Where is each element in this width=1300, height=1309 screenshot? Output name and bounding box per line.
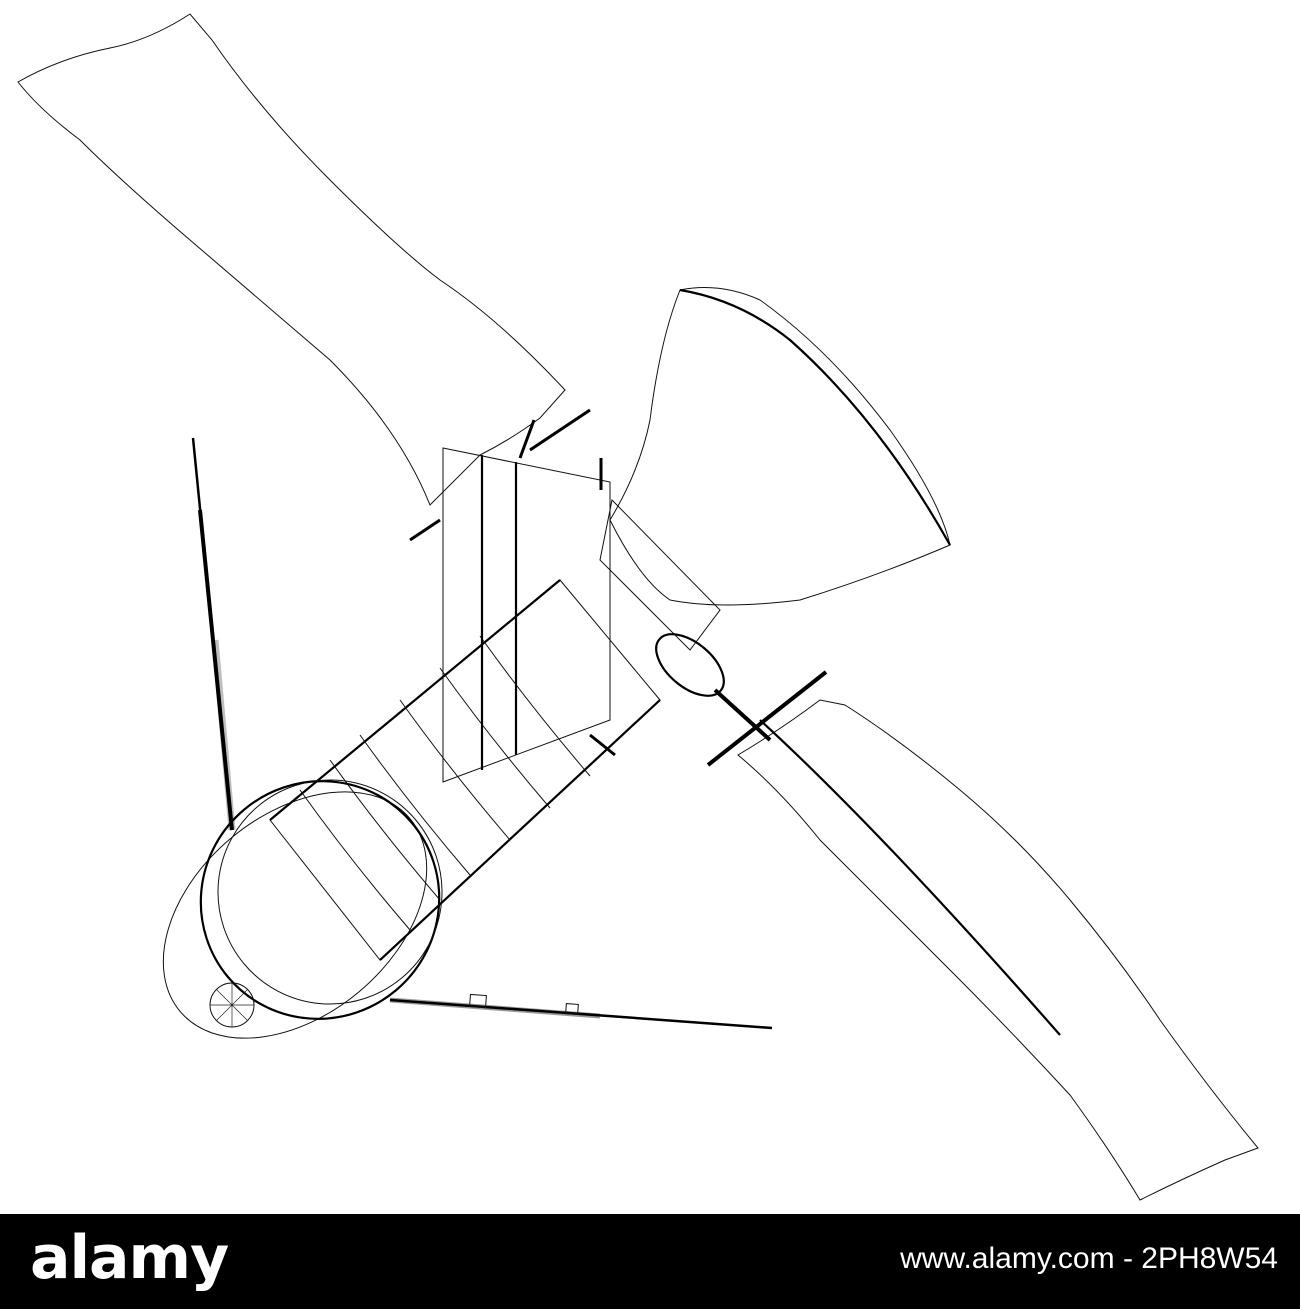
antenna-top-left — [191, 437, 236, 831]
antenna-bottom-right — [389, 993, 773, 1030]
image-id-text: www.alamy.com - 2PH8W54 — [900, 1242, 1278, 1275]
boom-right — [589, 670, 828, 767]
lower-solar-panel — [737, 699, 1259, 1201]
satellite-wireframe-illustration — [17, 13, 1259, 1201]
dish-cone — [599, 287, 951, 697]
watermark-footer-bar: alamy www.alamy.com - 2PH8W54 — [0, 1214, 1300, 1309]
rear-capsule — [162, 779, 443, 1039]
satellite-body — [269, 579, 661, 961]
alamy-logo: alamy — [30, 1223, 229, 1293]
upper-solar-panel — [17, 13, 566, 506]
center-panel-array — [409, 408, 611, 783]
